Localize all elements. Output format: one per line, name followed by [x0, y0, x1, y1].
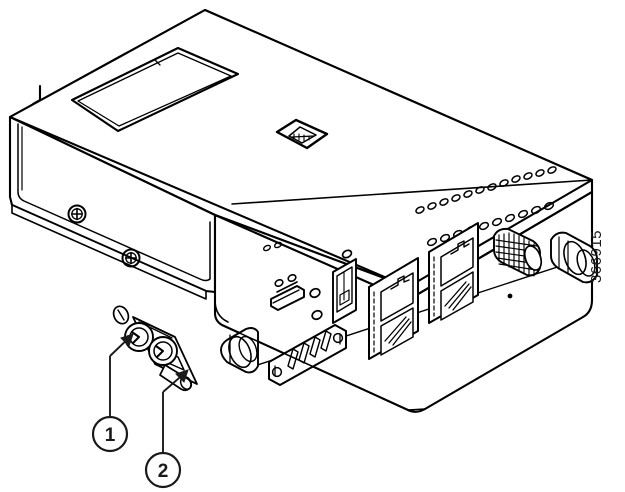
side-panel-screw-upper [67, 204, 87, 224]
antenna-connector-left [220, 327, 259, 374]
figure-id-label: 366915 [587, 229, 605, 284]
console-micro-usb-port [270, 281, 305, 311]
ground-lug-screw-upper[interactable] [124, 322, 154, 352]
rj45-port-block-left [368, 257, 419, 360]
callout-2-leader [109, 333, 134, 417]
console-status-leds [274, 273, 297, 288]
front-bottom-lip [221, 324, 426, 411]
top-edge-led-row [415, 166, 557, 214]
rj45-port-block-right [428, 222, 479, 324]
antenna-connector-threaded [493, 227, 543, 277]
chassis-left-side-face [8, 115, 217, 300]
terminal-block-power-connector [268, 324, 347, 386]
reset-pinhole [507, 293, 513, 299]
ground-lug-screw-lower[interactable] [148, 336, 178, 366]
ground-lug-washer [112, 305, 130, 325]
callout-label-1: 2 [158, 461, 169, 482]
callout-label-2: 1 [105, 425, 116, 446]
side-panel-screw-lower [121, 248, 141, 268]
rear-bevel-twin-leds [262, 241, 283, 252]
warning-triangle-label [275, 118, 329, 150]
callout-marker-1[interactable] [144, 451, 182, 489]
callout-group [91, 333, 189, 489]
antenna-connector-right [550, 231, 598, 284]
callout-marker-2[interactable] [91, 415, 129, 453]
callout-1-leader [162, 369, 189, 453]
bevel-status-led [341, 249, 353, 259]
usb-type-a-port [332, 258, 357, 324]
top-label-panel [70, 46, 240, 133]
front-status-led-pair [309, 287, 323, 321]
